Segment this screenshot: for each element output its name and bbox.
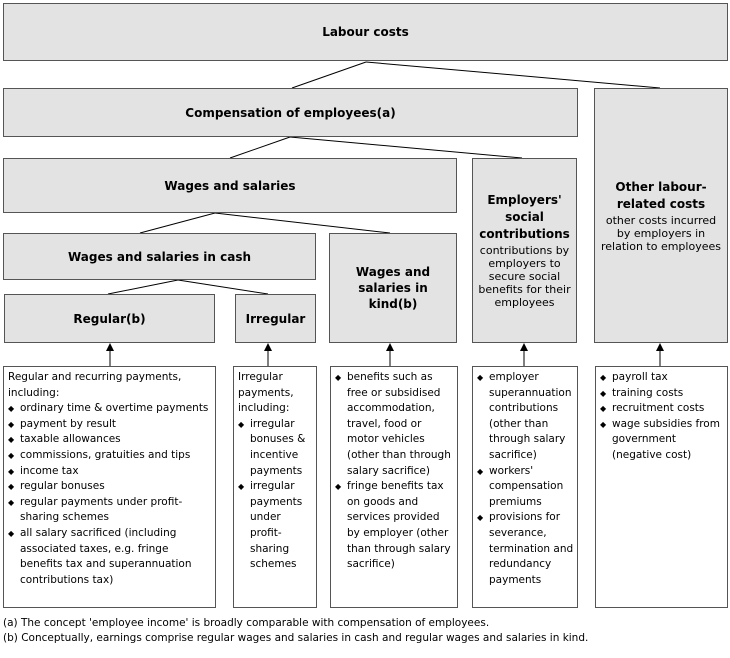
employers-contributions-title: Employers' social contributions [479, 193, 570, 241]
labour-costs-label: Labour costs [322, 25, 409, 39]
list-item: training costs [600, 386, 724, 402]
regular-list: ordinary time & overtime payments paymen… [8, 401, 212, 588]
list-item: irregular payments under profit-sharing … [238, 479, 313, 573]
list-item: taxable allowances [8, 432, 212, 448]
list-item: income tax [8, 464, 212, 480]
list-item: benefits such as free or subsidised acco… [335, 370, 454, 479]
other-costs-title: Other labour-related costs [615, 179, 707, 211]
wages-kind-details: benefits such as free or subsidised acco… [330, 366, 458, 608]
compensation-box: Compensation of employees(a) [3, 88, 578, 137]
irregular-list: irregular bonuses & incentive payments i… [238, 417, 313, 573]
list-item: regular payments under profit-sharing sc… [8, 495, 212, 526]
labour-costs-box: Labour costs [3, 3, 728, 61]
wages-cash-label: Wages and salaries in cash [67, 249, 252, 264]
irregular-box: Irregular [235, 294, 316, 343]
wages-kind-label: Wages and salaries in kind(b) [355, 265, 431, 311]
other-list: payroll tax training costs recruitment c… [600, 370, 724, 464]
list-item: employer superannuation contributions (o… [477, 370, 574, 464]
wages-salaries-box: Wages and salaries [3, 158, 457, 213]
employers-contributions-box: Employers' social contributions contribu… [472, 158, 577, 343]
other-details: payroll tax training costs recruitment c… [595, 366, 728, 608]
list-item: fringe benefits tax on goods and service… [335, 479, 454, 573]
list-item: ordinary time & overtime payments [8, 401, 212, 417]
wages-cash-box: Wages and salaries in cash [3, 233, 316, 280]
employers-contributions-desc: contributions by employers to secure soc… [478, 244, 571, 309]
compensation-label: Compensation of employees(a) [185, 105, 396, 120]
list-item: payroll tax [600, 370, 724, 386]
list-item: commissions, gratuities and tips [8, 448, 212, 464]
employers-details: employer superannuation contributions (o… [472, 366, 578, 608]
list-item: all salary sacrificed (including associa… [8, 526, 212, 588]
regular-details: Regular and recurring payments, includin… [3, 366, 216, 608]
regular-intro: Regular and recurring payments, includin… [8, 371, 182, 399]
wages-kind-list: benefits such as free or subsidised acco… [335, 370, 454, 573]
list-item: wage subsidies from government (negative… [600, 417, 724, 464]
footnote-a: (a) The concept 'employee income' is bro… [3, 617, 490, 629]
irregular-details: Irregular payments, including: irregular… [233, 366, 317, 608]
list-item: workers' compensation premiums [477, 464, 574, 511]
list-item: regular bonuses [8, 479, 212, 495]
regular-box: Regular(b) [4, 294, 215, 343]
wages-salaries-label: Wages and salaries [164, 178, 296, 193]
footnote-b: (b) Conceptually, earnings comprise regu… [3, 632, 589, 644]
employers-list: employer superannuation contributions (o… [477, 370, 574, 588]
irregular-intro: Irregular payments, including: [238, 371, 294, 415]
irregular-label: Irregular [245, 311, 306, 326]
other-costs-desc: other costs incurred by employers in rel… [601, 213, 721, 253]
list-item: payment by result [8, 417, 212, 433]
regular-label: Regular(b) [73, 311, 146, 326]
list-item: irregular bonuses & incentive payments [238, 417, 313, 479]
wages-kind-box: Wages and salaries in kind(b) [329, 233, 457, 343]
other-costs-box: Other labour-related costs other costs i… [594, 88, 728, 343]
list-item: recruitment costs [600, 401, 724, 417]
list-item: provisions for severance, termination an… [477, 510, 574, 588]
